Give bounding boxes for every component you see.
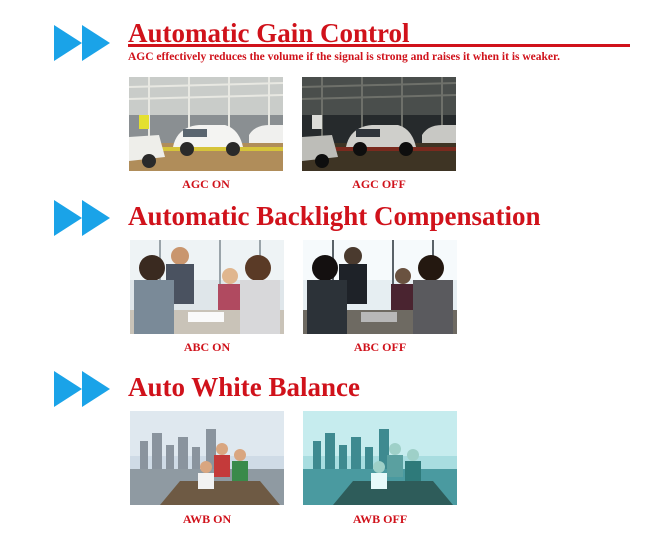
photo-abc-off [303, 240, 457, 334]
photo-abc-on [130, 240, 284, 334]
caption-abc-on: ABC ON [183, 340, 231, 354]
title-underline [128, 44, 630, 47]
section-title-awb: Auto White Balance [128, 372, 361, 402]
section-title-abc: Automatic Backlight Compensation [128, 201, 541, 231]
double-arrow-icon [54, 25, 112, 61]
section-description-agc: AGC effectively reduces the volume if th… [128, 51, 560, 63]
photo-agc-off [302, 77, 456, 171]
caption-abc-off: ABC OFF [353, 340, 407, 354]
caption-agc-off: AGC OFF [352, 177, 406, 191]
double-arrow-icon [54, 200, 112, 236]
caption-awb-on: AWB ON [182, 512, 232, 526]
photo-agc-on [129, 77, 283, 171]
section-title-agc: Automatic Gain Control [128, 18, 410, 48]
photo-awb-on [130, 411, 284, 505]
caption-agc-on: AGC ON [182, 177, 230, 191]
double-arrow-icon [54, 371, 112, 407]
photo-awb-off [303, 411, 457, 505]
caption-awb-off: AWB OFF [352, 512, 408, 526]
